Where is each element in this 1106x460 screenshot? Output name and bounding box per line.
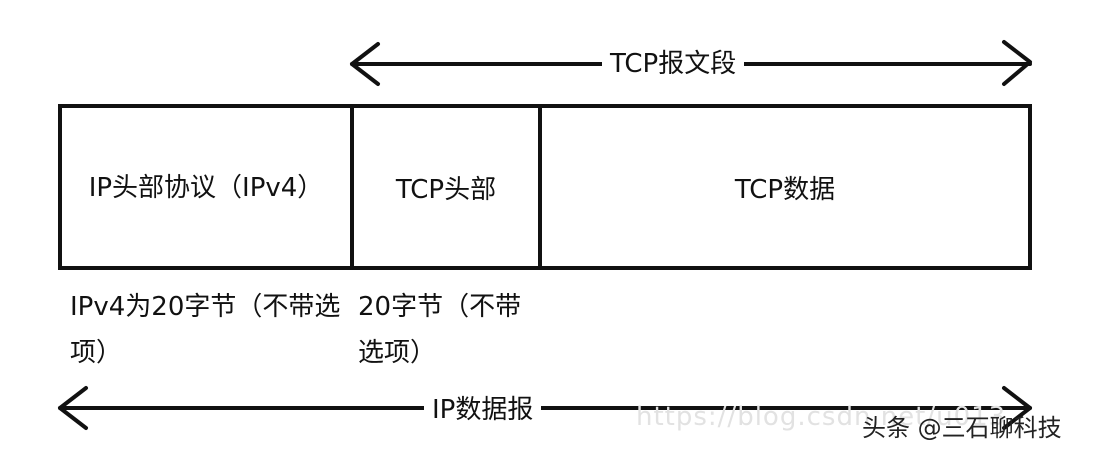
packet-box xyxy=(58,104,1032,270)
ip-datagram-label: IP数据报 xyxy=(424,392,542,428)
segment-ip-header-label: IP头部协议（IPv4） xyxy=(88,173,324,203)
credit-text: 头条 @三石聊科技 xyxy=(862,414,1062,442)
segment-tcp-data-label: TCP数据 xyxy=(734,175,836,205)
ip-header-size-note: IPv4为20字节（不带选项） xyxy=(70,292,341,368)
tcp-segment-label: TCP报文段 xyxy=(602,46,745,82)
tcp-header-size-note: 20字节（不带选项） xyxy=(358,292,522,368)
watermark-text: https://blog.csdn.net/u013 xyxy=(636,402,1007,432)
segment-tcp-header-label: TCP头部 xyxy=(395,175,497,205)
ip-datagram-span-arrow xyxy=(58,386,1032,430)
